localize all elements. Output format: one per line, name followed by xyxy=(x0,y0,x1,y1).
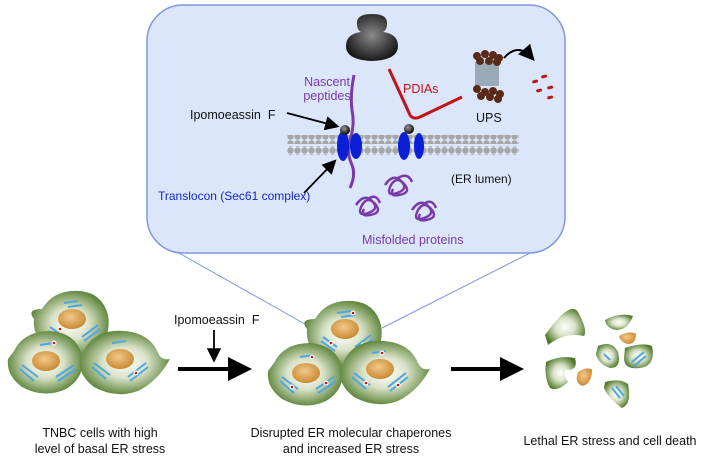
caption-stage-2-line2: and increased ER stress xyxy=(282,442,420,456)
label-translocon: Translocon (Sec61 complex) xyxy=(158,189,310,203)
caption-stage-3-line1: Lethal ER stress and cell death xyxy=(523,434,697,448)
caption-stage-1-line1: TNBC cells with high xyxy=(42,426,158,440)
translocon-icon xyxy=(337,125,362,161)
nascent-peptide-strand xyxy=(346,74,356,189)
detail-panel xyxy=(146,4,566,254)
label-er-lumen: (ER lumen) xyxy=(451,172,512,186)
peptide-fragments-icon xyxy=(532,74,554,100)
label-misfolded-proteins: Misfolded proteins xyxy=(362,233,463,247)
caption-stage-1: TNBC cells with high level of basal ER s… xyxy=(10,425,190,457)
label-ups: UPS xyxy=(476,111,502,125)
pdias-strand xyxy=(387,68,463,120)
translocon-icon xyxy=(398,124,424,160)
cell-cluster-healthy xyxy=(7,290,170,395)
caption-stage-3: Lethal ER stress and cell death xyxy=(510,433,704,449)
ribosome-icon xyxy=(346,14,398,61)
misfolded-protein-icon xyxy=(354,174,438,222)
label-ipomoeassin-stage: Ipomoeassin F xyxy=(174,313,260,327)
label-nascent-peptides-2: peptides xyxy=(303,89,350,103)
caption-stage-1-line2: level of basal ER stress xyxy=(34,442,166,456)
cell-cluster-stressed xyxy=(267,300,430,406)
translocon-pointer-arrow xyxy=(303,159,337,194)
zoom-connector-left xyxy=(169,247,313,329)
zoom-connector-right xyxy=(381,247,541,329)
cell-fragments-dead xyxy=(545,308,653,408)
proteasome-icon xyxy=(473,50,504,103)
label-pdias: PDIAs xyxy=(403,82,438,96)
label-ipomoeassin-panel: Ipomoeassin F xyxy=(190,108,276,122)
caption-stage-2-line1: Disrupted ER molecular chaperones xyxy=(250,426,452,440)
degradation-arrow xyxy=(503,43,535,62)
ipomoeassin-pointer-arrow xyxy=(286,112,340,131)
caption-stage-2: Disrupted ER molecular chaperones and in… xyxy=(236,425,466,457)
label-nascent-peptides: Nascent xyxy=(304,75,350,89)
